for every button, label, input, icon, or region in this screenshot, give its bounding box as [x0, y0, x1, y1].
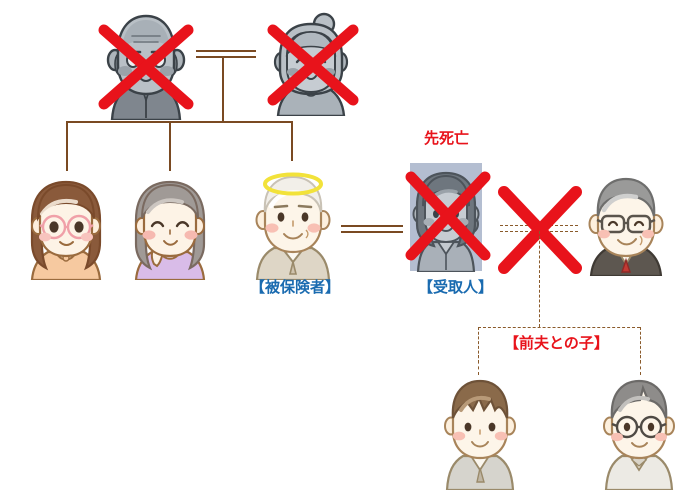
divorce-cross-icon [498, 186, 582, 274]
person-former-husband [578, 168, 674, 276]
label-insured: 【被保険者】 [250, 278, 341, 296]
marriage-line-insured-top [341, 225, 403, 227]
person-sister-1 [20, 172, 112, 280]
sibling-drop-sister-2 [169, 121, 171, 171]
label-beneficiary: 【受取人】 [418, 278, 494, 296]
children-box-left [478, 327, 479, 363]
deceased-cross-grandfather [98, 24, 194, 110]
children-box-top [478, 327, 640, 328]
marriage-line-insured-bottom [341, 231, 403, 233]
person-insured [246, 162, 340, 280]
insured-avatar [255, 172, 331, 280]
deceased-cross-grandmother [267, 24, 359, 106]
child-one-avatar [444, 379, 516, 490]
label-children-of-former-husband: 【前夫との子】 [504, 334, 609, 352]
sibling-drop-insured [291, 121, 293, 161]
child-drop-1 [478, 355, 479, 375]
person-child-1 [437, 370, 523, 490]
descent-stem-children [539, 231, 540, 327]
sibling-bar [66, 121, 292, 123]
person-child-2 [596, 370, 682, 490]
sister-one-avatar [30, 180, 102, 280]
child-two-avatar [603, 379, 675, 490]
descent-stem-grandparents [222, 56, 224, 122]
former-husband-avatar [588, 177, 664, 276]
children-box-right [640, 327, 641, 363]
child-drop-2 [640, 355, 641, 375]
marriage-line-grandparents-bottom [196, 56, 256, 58]
sister-two-avatar [134, 180, 206, 280]
label-pre-death: 先死亡 [424, 129, 470, 147]
marriage-line-grandparents-top [196, 50, 256, 52]
person-sister-2 [124, 172, 216, 280]
deceased-cross-beneficiary [405, 171, 491, 261]
sibling-drop-sister-1 [66, 121, 68, 171]
